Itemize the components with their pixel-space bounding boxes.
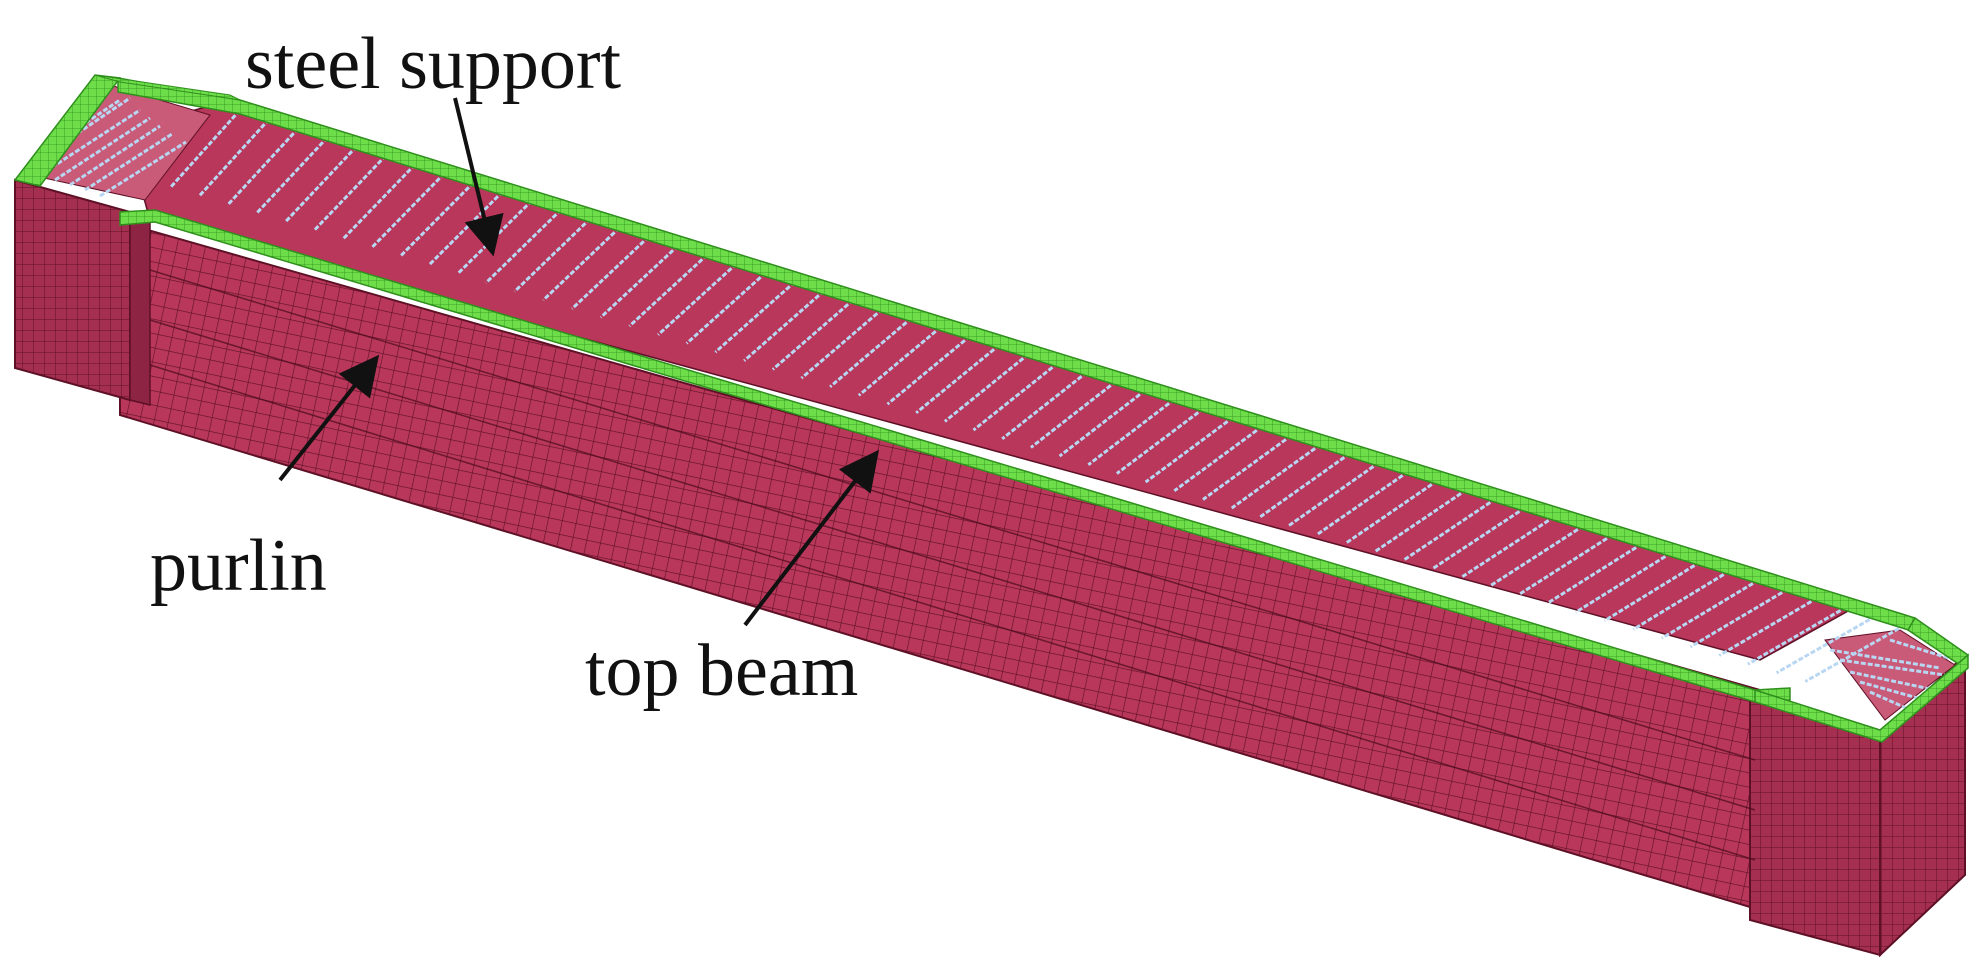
steel-support-strut (1345, 479, 1439, 545)
steel-support-strut (1689, 587, 1789, 649)
right-end-block-front (1749, 698, 1881, 957)
steel-support-strut (1460, 515, 1556, 579)
purlin-label: purlin (150, 525, 327, 607)
steel-support-strut (1546, 542, 1643, 605)
steel-support-strut (685, 271, 767, 345)
steel-support-strut (743, 289, 826, 362)
steel-support-strut (1889, 638, 1956, 662)
steel-support-label: steel support (245, 23, 622, 105)
steel-support-strut (800, 307, 884, 380)
steel-support-strut (1001, 370, 1089, 440)
steel-support-strut (513, 217, 592, 293)
steel-support-strut (255, 136, 329, 215)
steel-support-strut (1829, 648, 1941, 670)
steel-support-strut (69, 124, 161, 187)
steel-support-strut (1603, 560, 1702, 623)
steel-support-strut (1859, 680, 1926, 702)
steel-support-strut (226, 127, 300, 206)
steel-support-strut (1202, 434, 1293, 501)
steel-support-strut (972, 361, 1059, 432)
steel-support-strut (1661, 578, 1760, 640)
steel-support-strut (484, 208, 563, 284)
top-beam-left-step (94, 74, 241, 101)
steel-support-strut (1115, 407, 1205, 475)
steel-support-strut (1517, 533, 1614, 597)
steel-support-strut (99, 140, 187, 198)
steel-support-strut (886, 334, 972, 406)
left-end-block-front (14, 178, 131, 402)
steel-support-strut (39, 108, 141, 177)
top-beam-front (119, 209, 1791, 703)
steel-support-strut (169, 108, 242, 189)
left-end-block-side (129, 210, 151, 406)
steel-support-strut (542, 226, 621, 302)
steel-support-strut (915, 343, 1001, 414)
steel-support-strut (1374, 488, 1468, 553)
steel-support-strut (829, 316, 913, 388)
steel-support-strut (1775, 614, 1877, 675)
top-beam-label: top beam (585, 630, 858, 712)
steel-support-strut (1316, 470, 1410, 536)
steel-support-strut (1144, 415, 1235, 484)
steel-support-strut (1849, 670, 1936, 692)
purlin-arrow (278, 354, 380, 482)
steel-support-strut (84, 132, 173, 192)
right-end-pocket (1824, 629, 1956, 721)
steel-support-strut (857, 325, 943, 397)
steel-support-strut (599, 244, 680, 319)
steel-support-strut (341, 163, 417, 241)
steel-support-strut (370, 172, 446, 250)
steel-support-strut (398, 181, 475, 258)
steel-support-strut (1173, 424, 1264, 493)
steel-support-strut (1029, 379, 1118, 449)
front-wall-layer-lines (149, 269, 1756, 861)
steel-support-strut (1488, 524, 1585, 588)
top-beam-arrow (743, 449, 880, 627)
steel-support-strut (1259, 452, 1351, 519)
steel-support-strut (943, 352, 1030, 423)
steel-support-strut (1402, 497, 1497, 562)
steel-support-strut (1632, 569, 1731, 631)
steel-support-strut (312, 154, 388, 232)
steel-support-strut (1869, 690, 1916, 714)
steel-support-strut (1431, 506, 1527, 571)
steel-support-strut (1058, 388, 1147, 458)
steel-support-strut (771, 298, 855, 371)
steel-support-strut (1230, 443, 1322, 510)
steel-support-strut (1718, 596, 1819, 657)
steel-support-strut (284, 145, 358, 224)
steel-support-strut (628, 253, 709, 328)
top-beam-right-front (1754, 653, 1969, 743)
steel-support-strut (714, 280, 796, 354)
steel-support-arrow (453, 97, 504, 257)
steel-support-strut (54, 116, 151, 182)
steel-support-strut (1575, 551, 1673, 614)
steel-support-strut (1747, 605, 1848, 666)
steel-support-strut (657, 262, 738, 336)
steel-support-strut (1839, 658, 1946, 677)
top-beam-left-end (13, 74, 122, 187)
steel-supports (39, 96, 1956, 714)
steel-support-strut (1087, 397, 1176, 466)
steel-support-strut (198, 117, 271, 198)
steel-support-strut (1288, 461, 1381, 527)
steel-support-strut (570, 235, 650, 310)
